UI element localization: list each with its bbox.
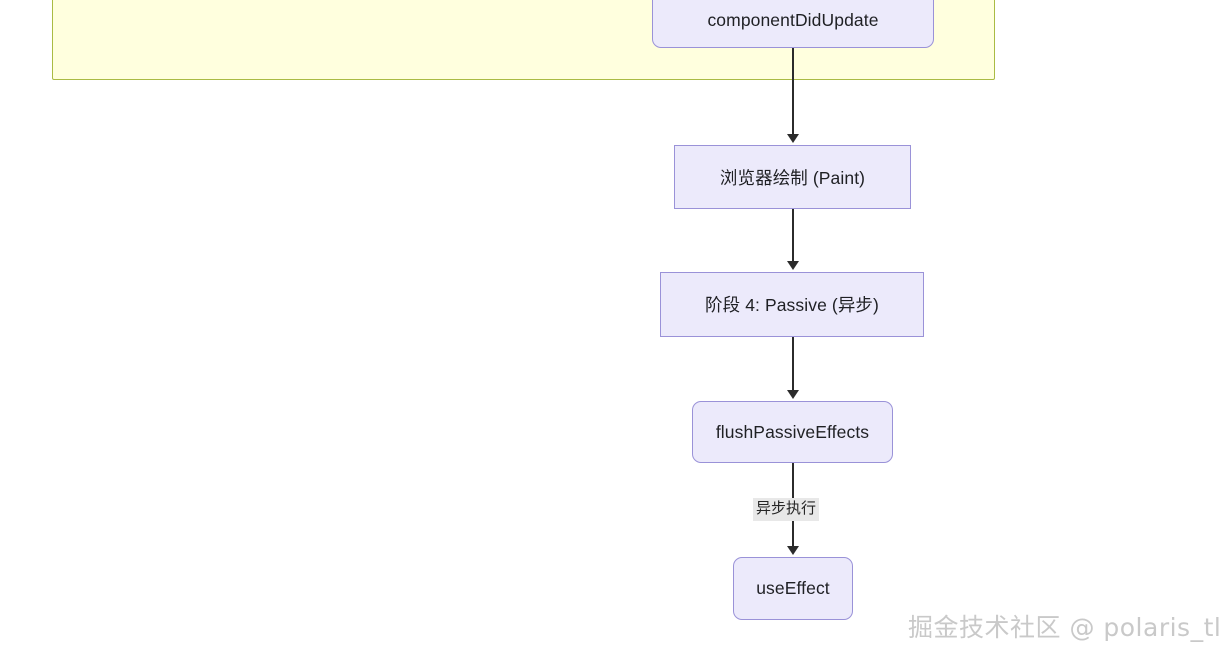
edge-arrow-did-update-to-paint (786, 134, 799, 143)
edge-label-async-execute: 异步执行 (753, 498, 820, 521)
node-flush-passive-effects[interactable]: flushPassiveEffects (692, 401, 893, 463)
edge-arrow-phase4-to-flush (786, 390, 799, 399)
node-component-did-update[interactable]: componentDidUpdate (652, 0, 934, 48)
node-label-phase-4-passive: 阶段 4: Passive (异步) (705, 295, 879, 315)
edge-line-paint-to-phase4 (792, 209, 794, 263)
edge-arrow-paint-to-phase4 (786, 261, 799, 270)
edge-line-did-update-to-paint (792, 48, 794, 136)
node-label-flush-passive-effects: flushPassiveEffects (715, 421, 870, 442)
node-label-component-did-update: componentDidUpdate (707, 10, 879, 30)
node-label-browser-paint: 浏览器绘制 (Paint) (719, 167, 866, 188)
node-browser-paint[interactable]: 浏览器绘制 (Paint) (674, 145, 911, 209)
edge-arrow-flush-to-useeffect (786, 546, 799, 555)
node-label-use-effect: useEffect (756, 578, 830, 598)
edge-line-phase4-to-flush (792, 337, 794, 392)
node-phase-4-passive[interactable]: 阶段 4: Passive (异步) (660, 272, 924, 337)
node-use-effect[interactable]: useEffect (733, 557, 853, 620)
watermark-text: 掘金技术社区 @ polaris_tl (908, 613, 1222, 642)
